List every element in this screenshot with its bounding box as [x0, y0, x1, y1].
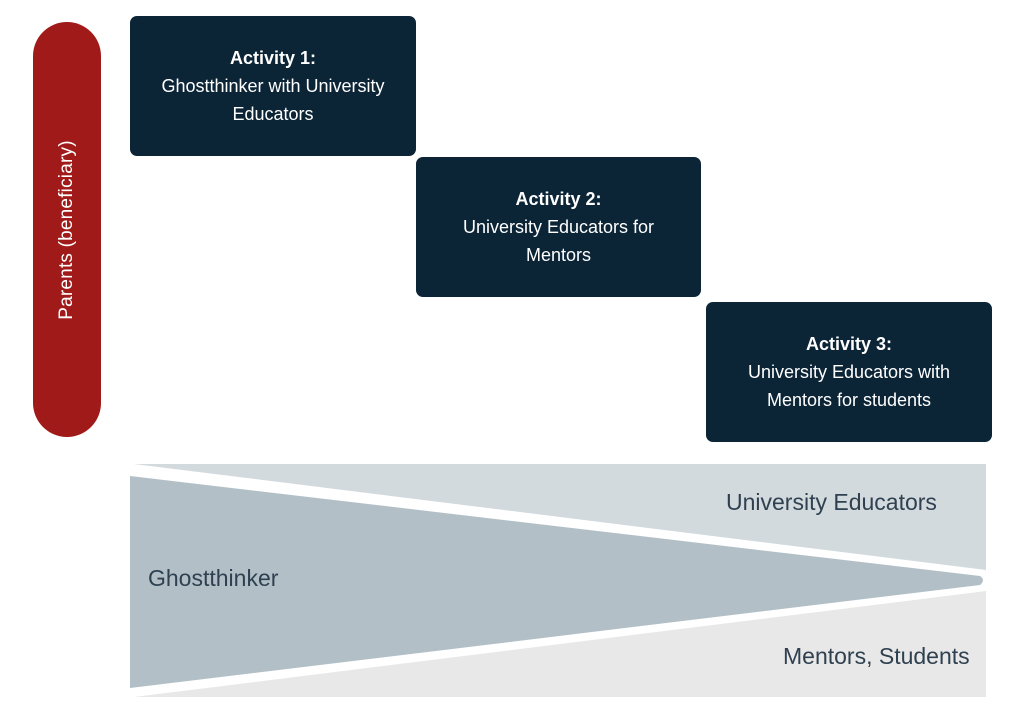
- activity-3-title: Activity 3:: [805, 334, 893, 354]
- activity-1-title: Activity 1:: [229, 48, 317, 68]
- ghostthinker-wedge: [130, 476, 983, 688]
- ghostthinker-label: Ghostthinker: [148, 565, 279, 591]
- activity-1-description: Ghostthinker with University Educators: [161, 76, 385, 124]
- university-educators-label: University Educators: [726, 489, 937, 515]
- activity-1-box: Activity 1: Ghostthinker with University…: [130, 16, 416, 156]
- university-educators-band: [134, 464, 986, 570]
- activity-2-title: Activity 2:: [515, 189, 602, 209]
- activity-2-description: University Educators for Mentors: [462, 217, 655, 265]
- activity-3-description: University Educators with Mentors for st…: [747, 362, 951, 410]
- activity-3-box: Activity 3: University Educators with Me…: [706, 302, 992, 442]
- mentors-students-label: Mentors, Students: [783, 643, 970, 669]
- activity-2-box: Activity 2: University Educators for Men…: [416, 157, 701, 297]
- mentors-students-band: [134, 591, 986, 697]
- beneficiary-pill: Parents (beneficiary): [33, 22, 101, 437]
